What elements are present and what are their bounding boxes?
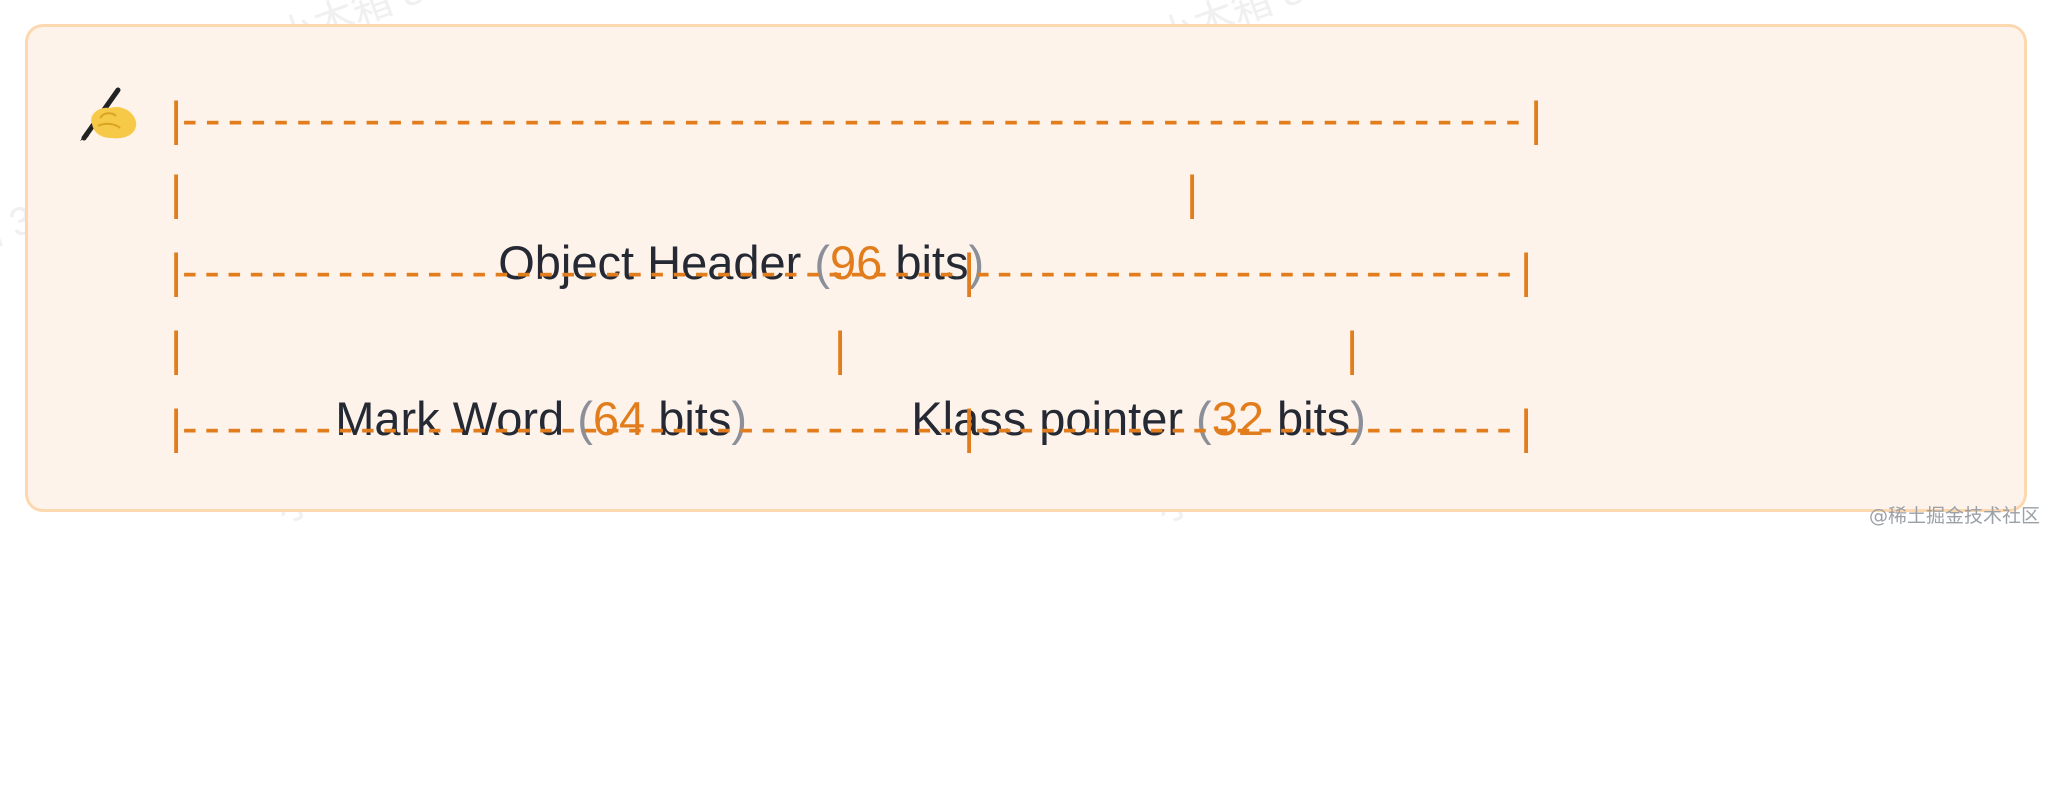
paren: ) [1350, 392, 1366, 445]
writing-hand-icon [80, 87, 137, 141]
pipe: | [963, 400, 976, 453]
object-header-row: | Object Header (96 bits) | [170, 158, 1198, 289]
dash-line: ------------------------- [975, 244, 1518, 297]
bit-count: 32 [1211, 392, 1264, 445]
dash-line: ----------------------------------- [182, 400, 961, 453]
object-header-text: Object Header (96 bits) [446, 158, 984, 368]
paren: ( [814, 236, 830, 289]
paren: ( [577, 392, 593, 445]
pipe: | [170, 244, 183, 297]
pipe: | [170, 92, 183, 145]
mark-word-text: Mark Word (64 bits) [283, 314, 747, 524]
note-callout [25, 24, 2027, 512]
pipe: | [834, 322, 847, 375]
site-credit: @稀土掘金技术社区 [1868, 505, 2040, 527]
pipe: | [1520, 400, 1533, 453]
pipe: | [963, 244, 976, 297]
klass-pointer-text: Klass pointer (32 bits) [846, 314, 1366, 524]
dash-line: ------------------------- [975, 400, 1518, 453]
paren: ) [731, 392, 748, 445]
diagram-border-bottom: | ----------------------------------- | … [170, 392, 1532, 462]
unit: bits [645, 392, 732, 445]
bit-count: 64 [592, 392, 646, 445]
pipe: | [170, 400, 183, 453]
diagram-divider: | ----------------------------------- | … [170, 236, 1532, 306]
pipe: | [170, 166, 183, 219]
object-header-label: Object Header [498, 236, 815, 289]
paren: ( [1196, 392, 1212, 445]
pipe: | [1186, 166, 1199, 219]
diagram-border-top: | --------------------------------------… [170, 84, 1542, 154]
bit-count: 96 [830, 236, 883, 289]
unit: bits [882, 236, 969, 289]
dash-line: ----------------------------------------… [182, 92, 1528, 145]
pipe: | [1346, 322, 1359, 375]
klass-pointer-label: Klass pointer [898, 392, 1197, 445]
mark-klass-row: | Mark Word (64 bits) | Klass pointer (3… [170, 314, 1366, 445]
paren: ) [968, 236, 985, 289]
pipe: | [170, 322, 183, 375]
pipe: | [1530, 92, 1543, 145]
unit: bits [1263, 392, 1351, 445]
dash-line: ----------------------------------- [182, 244, 961, 297]
mark-word-label: Mark Word [335, 392, 578, 445]
pipe: | [1520, 244, 1533, 297]
